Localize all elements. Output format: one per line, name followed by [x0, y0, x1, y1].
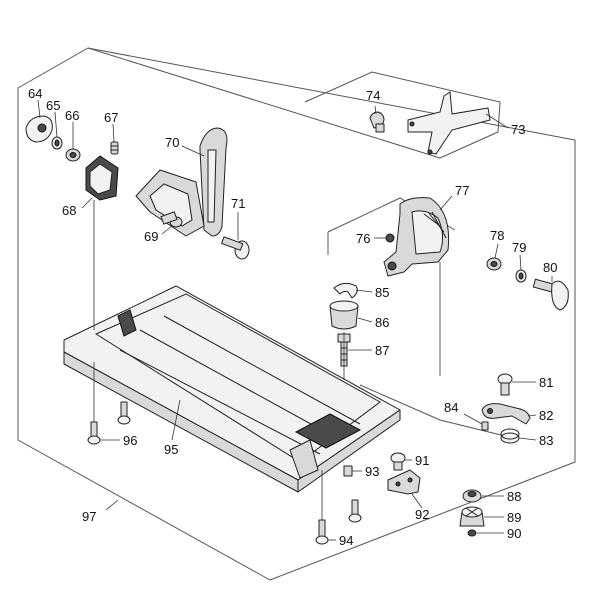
- part-base-bolt: [117, 401, 131, 425]
- leader-74: [374, 105, 377, 115]
- leader-97: [105, 499, 119, 511]
- callout-80: 80: [543, 260, 557, 275]
- callout-94: 94: [339, 533, 353, 548]
- part-77-bevel-bracket: [383, 197, 450, 277]
- part-71-bolt: [221, 236, 250, 260]
- leader-77: [439, 195, 453, 211]
- subassembly-frame-73: [304, 71, 501, 159]
- callout-95: 95: [164, 442, 178, 457]
- leader-64: [37, 99, 41, 119]
- callout-88: 88: [507, 489, 521, 504]
- part-95-base-plate: [63, 285, 401, 493]
- callout-70: 70: [165, 135, 179, 150]
- part-64-knob: [25, 115, 53, 143]
- callout-76: 76: [356, 231, 370, 246]
- part-70-lever: [135, 127, 228, 237]
- assembly-frame-97: [17, 47, 576, 581]
- callout-86: 86: [375, 315, 389, 330]
- part-88-nut: [462, 489, 482, 503]
- part-78-washer: [486, 257, 502, 271]
- callout-64: 64: [28, 86, 42, 101]
- callout-73: 73: [511, 122, 525, 137]
- leader-78: [494, 243, 499, 259]
- part-73-plate: [407, 91, 491, 155]
- part-90-nut: [467, 529, 477, 537]
- leader-69: [161, 225, 173, 235]
- part-68-bracket: [85, 155, 119, 201]
- callout-66: 66: [65, 108, 79, 123]
- callout-67: 67: [104, 110, 118, 125]
- callout-81: 81: [539, 375, 553, 390]
- callout-71: 71: [231, 196, 245, 211]
- part-74-screw: [369, 111, 385, 133]
- part-92-clamp: [387, 469, 421, 495]
- frame-edge-70: [87, 47, 441, 159]
- subassembly-frame-82: [359, 384, 506, 437]
- leader-83: [518, 437, 537, 441]
- part-85-clip: [333, 282, 358, 299]
- part-80-knob: [532, 278, 569, 311]
- leader-95: [171, 399, 181, 441]
- callout-68: 68: [62, 203, 76, 218]
- part-66-washer: [65, 148, 81, 162]
- leader-86: [357, 317, 373, 323]
- callout-97: 97: [82, 509, 96, 524]
- leader-84: [463, 413, 483, 425]
- part-86-bushing: [329, 300, 359, 330]
- leader-65: [54, 111, 58, 138]
- callout-74: 74: [366, 88, 380, 103]
- part-82-lever: [481, 403, 531, 425]
- leader-79: [519, 254, 522, 271]
- callout-96: 96: [123, 433, 137, 448]
- part-79-ring: [515, 269, 527, 283]
- leader-73: [485, 113, 509, 129]
- part-76-screw: [385, 233, 395, 243]
- callout-89: 89: [507, 510, 521, 525]
- leader-92: [411, 493, 423, 509]
- part-96-bolt: [87, 421, 101, 445]
- callout-78: 78: [490, 228, 504, 243]
- part-base-bolt-2: [348, 499, 362, 523]
- callout-82: 82: [539, 408, 553, 423]
- leader-68: [81, 197, 93, 209]
- callout-93: 93: [365, 464, 379, 479]
- part-83-spring: [500, 428, 520, 444]
- callout-85: 85: [375, 285, 389, 300]
- callout-90: 90: [507, 526, 521, 541]
- callout-83: 83: [539, 433, 553, 448]
- part-84-screw: [481, 421, 489, 431]
- part-81-screw: [497, 373, 513, 396]
- callout-65: 65: [46, 98, 60, 113]
- leader-67: [112, 123, 115, 143]
- part-93-screw: [343, 465, 353, 477]
- part-94-bolt: [315, 519, 329, 545]
- part-89-knob: [459, 506, 485, 527]
- part-91-screw: [390, 452, 406, 471]
- callout-84: 84: [444, 400, 458, 415]
- callout-91: 91: [415, 453, 429, 468]
- callout-79: 79: [512, 240, 526, 255]
- leader-70: [181, 145, 205, 157]
- part-65-ring: [51, 136, 63, 150]
- callout-92: 92: [415, 507, 429, 522]
- leader-82: [527, 414, 537, 417]
- callout-69: 69: [144, 229, 158, 244]
- part-69-pin: [160, 211, 183, 228]
- leader-85: [355, 289, 373, 293]
- callout-87: 87: [375, 343, 389, 358]
- callout-77: 77: [455, 183, 469, 198]
- part-67-screw: [110, 141, 119, 155]
